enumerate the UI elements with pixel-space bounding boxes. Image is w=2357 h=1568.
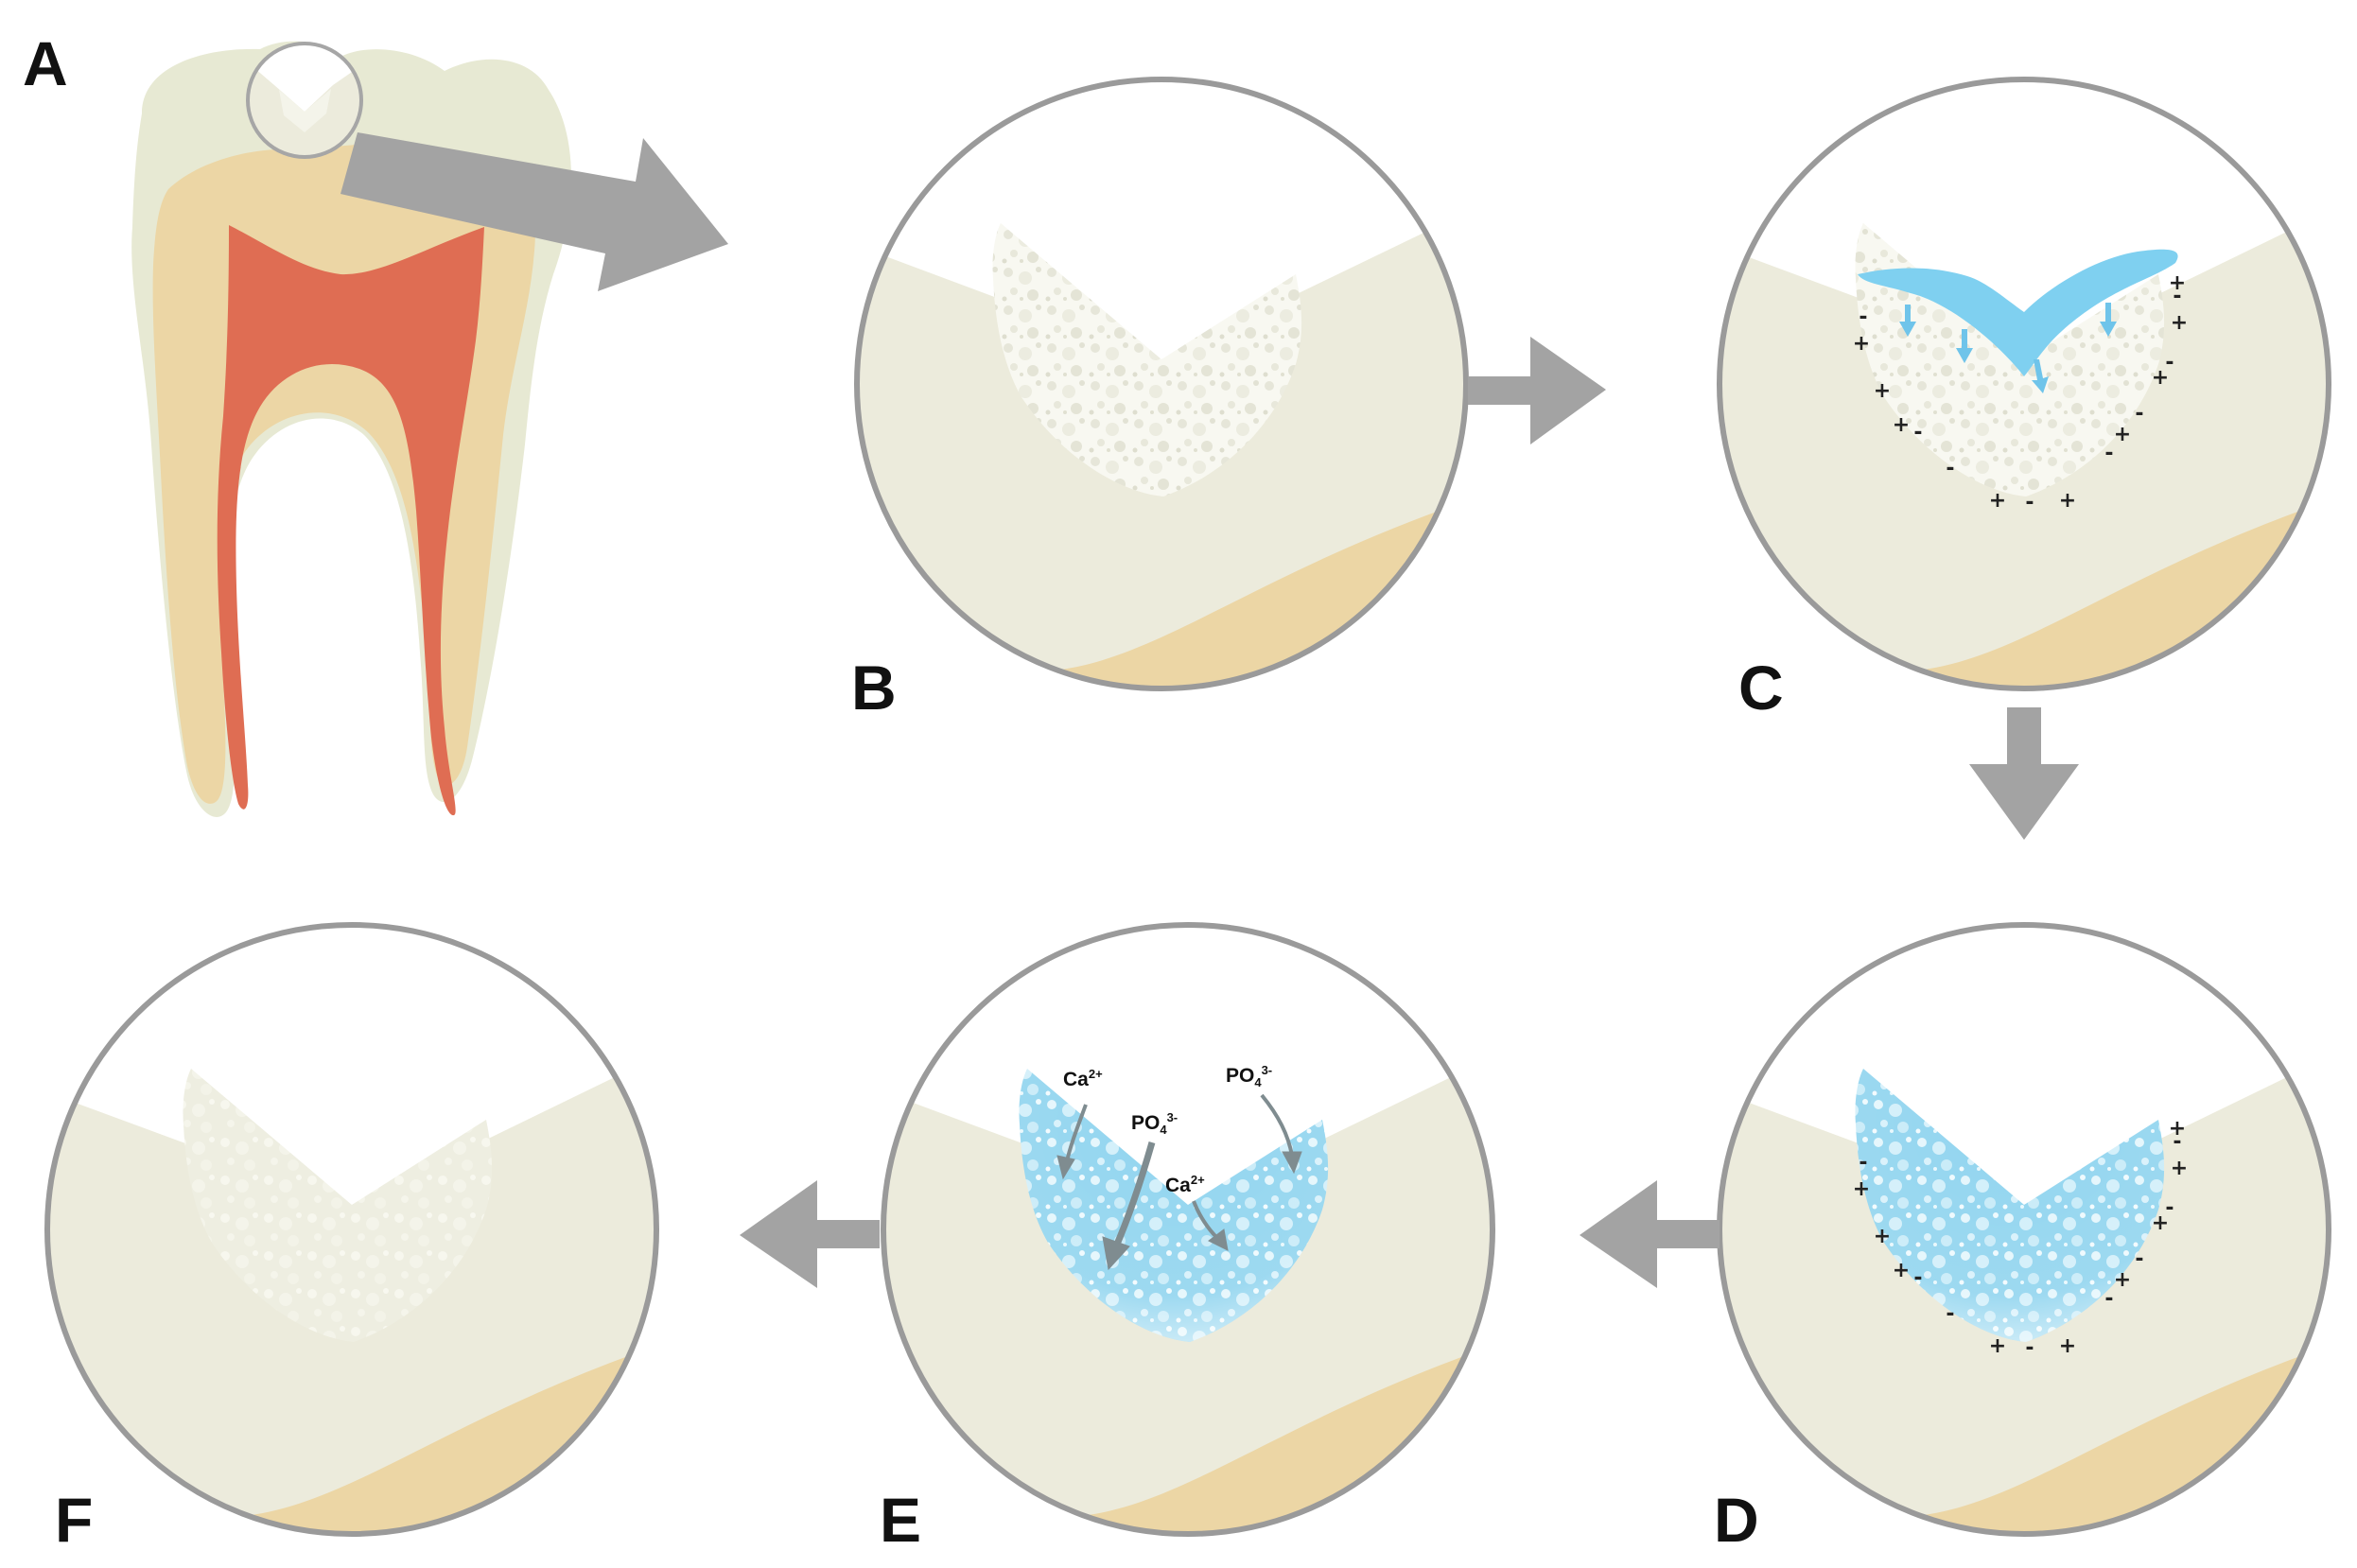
charge-plus: +: [2059, 1334, 2076, 1358]
ion-sup: 2+: [1089, 1067, 1103, 1081]
charge-minus: -: [1913, 1266, 1922, 1290]
charge-plus: +: [1874, 379, 1891, 403]
charge-minus: -: [1859, 1151, 1867, 1175]
charge-plus: +: [2114, 1268, 2131, 1292]
panel-d: - + + + - - + - + - + - + - + - + D: [1714, 922, 2331, 1555]
panel-a-tooth: A: [23, 28, 728, 817]
charge-minus: -: [1859, 305, 1867, 329]
panel-e-label: E: [880, 1485, 921, 1555]
charge-minus: -: [1946, 1302, 1954, 1326]
arrow-b-to-c-icon: [1468, 337, 1606, 444]
panel-c: - + + + - - + - + - + - + - + - + C: [1717, 77, 2331, 723]
ion-arrow-head-icon: [1282, 1151, 1302, 1175]
panel-c-fluid: [1858, 249, 2178, 376]
panel-e-ion-arrows: [1056, 1093, 1302, 1271]
charge-minus: -: [2165, 1196, 2174, 1220]
panel-d-charges: - + + + - - + - + - + - + - + - +: [1853, 1117, 2188, 1360]
panel-c-fluid-arrows: [1899, 303, 2117, 393]
panel-f-lesion: [183, 1069, 493, 1342]
charge-plus: +: [2171, 1157, 2188, 1180]
charge-minus: -: [2104, 442, 2113, 465]
zoom-arrow-icon: [340, 132, 728, 291]
charge-minus: -: [2173, 1130, 2181, 1154]
charge-minus: -: [2025, 1336, 2034, 1360]
ion-sub: 4: [1254, 1075, 1262, 1089]
charge-minus: -: [2165, 351, 2174, 375]
ion-base: PO: [1131, 1112, 1160, 1134]
ion-arrow-head-icon: [1056, 1155, 1075, 1180]
charge-plus: +: [2171, 311, 2188, 335]
charge-plus: +: [2169, 1117, 2186, 1141]
ion-arrow-icon: [1112, 1141, 1156, 1248]
panel-b-label: B: [851, 653, 897, 723]
panel-c-ring: [1717, 77, 2331, 691]
panel-e-ring: [881, 922, 1495, 1537]
ion-sub: 4: [1160, 1123, 1167, 1137]
tooth-pulp: [217, 225, 484, 816]
ion-arrow-icon: [1192, 1200, 1218, 1239]
charge-plus: +: [1853, 332, 1870, 356]
panel-f-ring: [44, 922, 659, 1537]
panel-c-charges: - + + + - - + - + - + - + - + - +: [1853, 271, 2188, 514]
ion-base: PO: [1226, 1065, 1254, 1087]
charge-minus: -: [2135, 1247, 2143, 1271]
charge-plus: +: [1989, 489, 2006, 513]
ion-arrow-head-icon: [1102, 1236, 1130, 1271]
charge-plus: +: [2169, 271, 2186, 295]
ion-label-ca-2: Ca2+: [1165, 1173, 1205, 1196]
panel-f-label: F: [55, 1485, 93, 1555]
panel-f: F: [44, 922, 659, 1555]
panel-b-lesion: [992, 223, 1302, 497]
arrow-d-to-e-icon: [1580, 1180, 1720, 1288]
arrow-e-to-f-icon: [740, 1180, 880, 1288]
ion-base: Ca: [1165, 1175, 1191, 1196]
arrow-c-to-d-icon: [1969, 707, 2079, 840]
charge-minus: -: [2025, 491, 2034, 514]
charge-plus: +: [2152, 1211, 2169, 1235]
ion-base: Ca: [1063, 1069, 1089, 1090]
panel-b-ring: [854, 77, 1469, 691]
charge-minus: -: [1946, 457, 1954, 480]
charge-minus: -: [2173, 285, 2181, 308]
tooth-lesion-magnifier: [246, 42, 363, 159]
charge-plus: +: [1989, 1334, 2006, 1358]
ion-label-po4-2: PO43-: [1226, 1063, 1272, 1089]
ion-arrow-head-icon: [1208, 1228, 1229, 1251]
ion-sup: 3-: [1167, 1110, 1178, 1124]
ion-arrow-icon: [1260, 1093, 1294, 1157]
ion-sup: 2+: [1191, 1173, 1205, 1187]
charge-minus: -: [2104, 1287, 2113, 1311]
panel-e: Ca2+ PO43- PO43- Ca2+ E: [880, 922, 1495, 1555]
ion-arrow-icon: [1065, 1104, 1088, 1162]
charge-plus: +: [2152, 366, 2169, 390]
panel-d-label: D: [1714, 1485, 1759, 1555]
panel-e-ion-labels: Ca2+ PO43- PO43- Ca2+: [1063, 1063, 1272, 1196]
charge-plus: +: [1853, 1177, 1870, 1201]
charge-plus: +: [2114, 423, 2131, 446]
charge-minus: -: [2135, 402, 2143, 426]
charge-plus: +: [1893, 1259, 1910, 1282]
charge-plus: +: [1893, 413, 1910, 437]
panel-a-label: A: [23, 28, 68, 98]
charge-plus: +: [1874, 1225, 1891, 1248]
ion-label-po4-1: PO43-: [1131, 1110, 1178, 1137]
ion-label-ca-1: Ca2+: [1063, 1067, 1103, 1090]
ion-sup: 3-: [1262, 1063, 1273, 1077]
panel-c-label: C: [1738, 653, 1784, 723]
charge-minus: -: [1913, 421, 1922, 444]
charge-plus: +: [2059, 489, 2076, 513]
panel-b: B: [851, 77, 1469, 723]
